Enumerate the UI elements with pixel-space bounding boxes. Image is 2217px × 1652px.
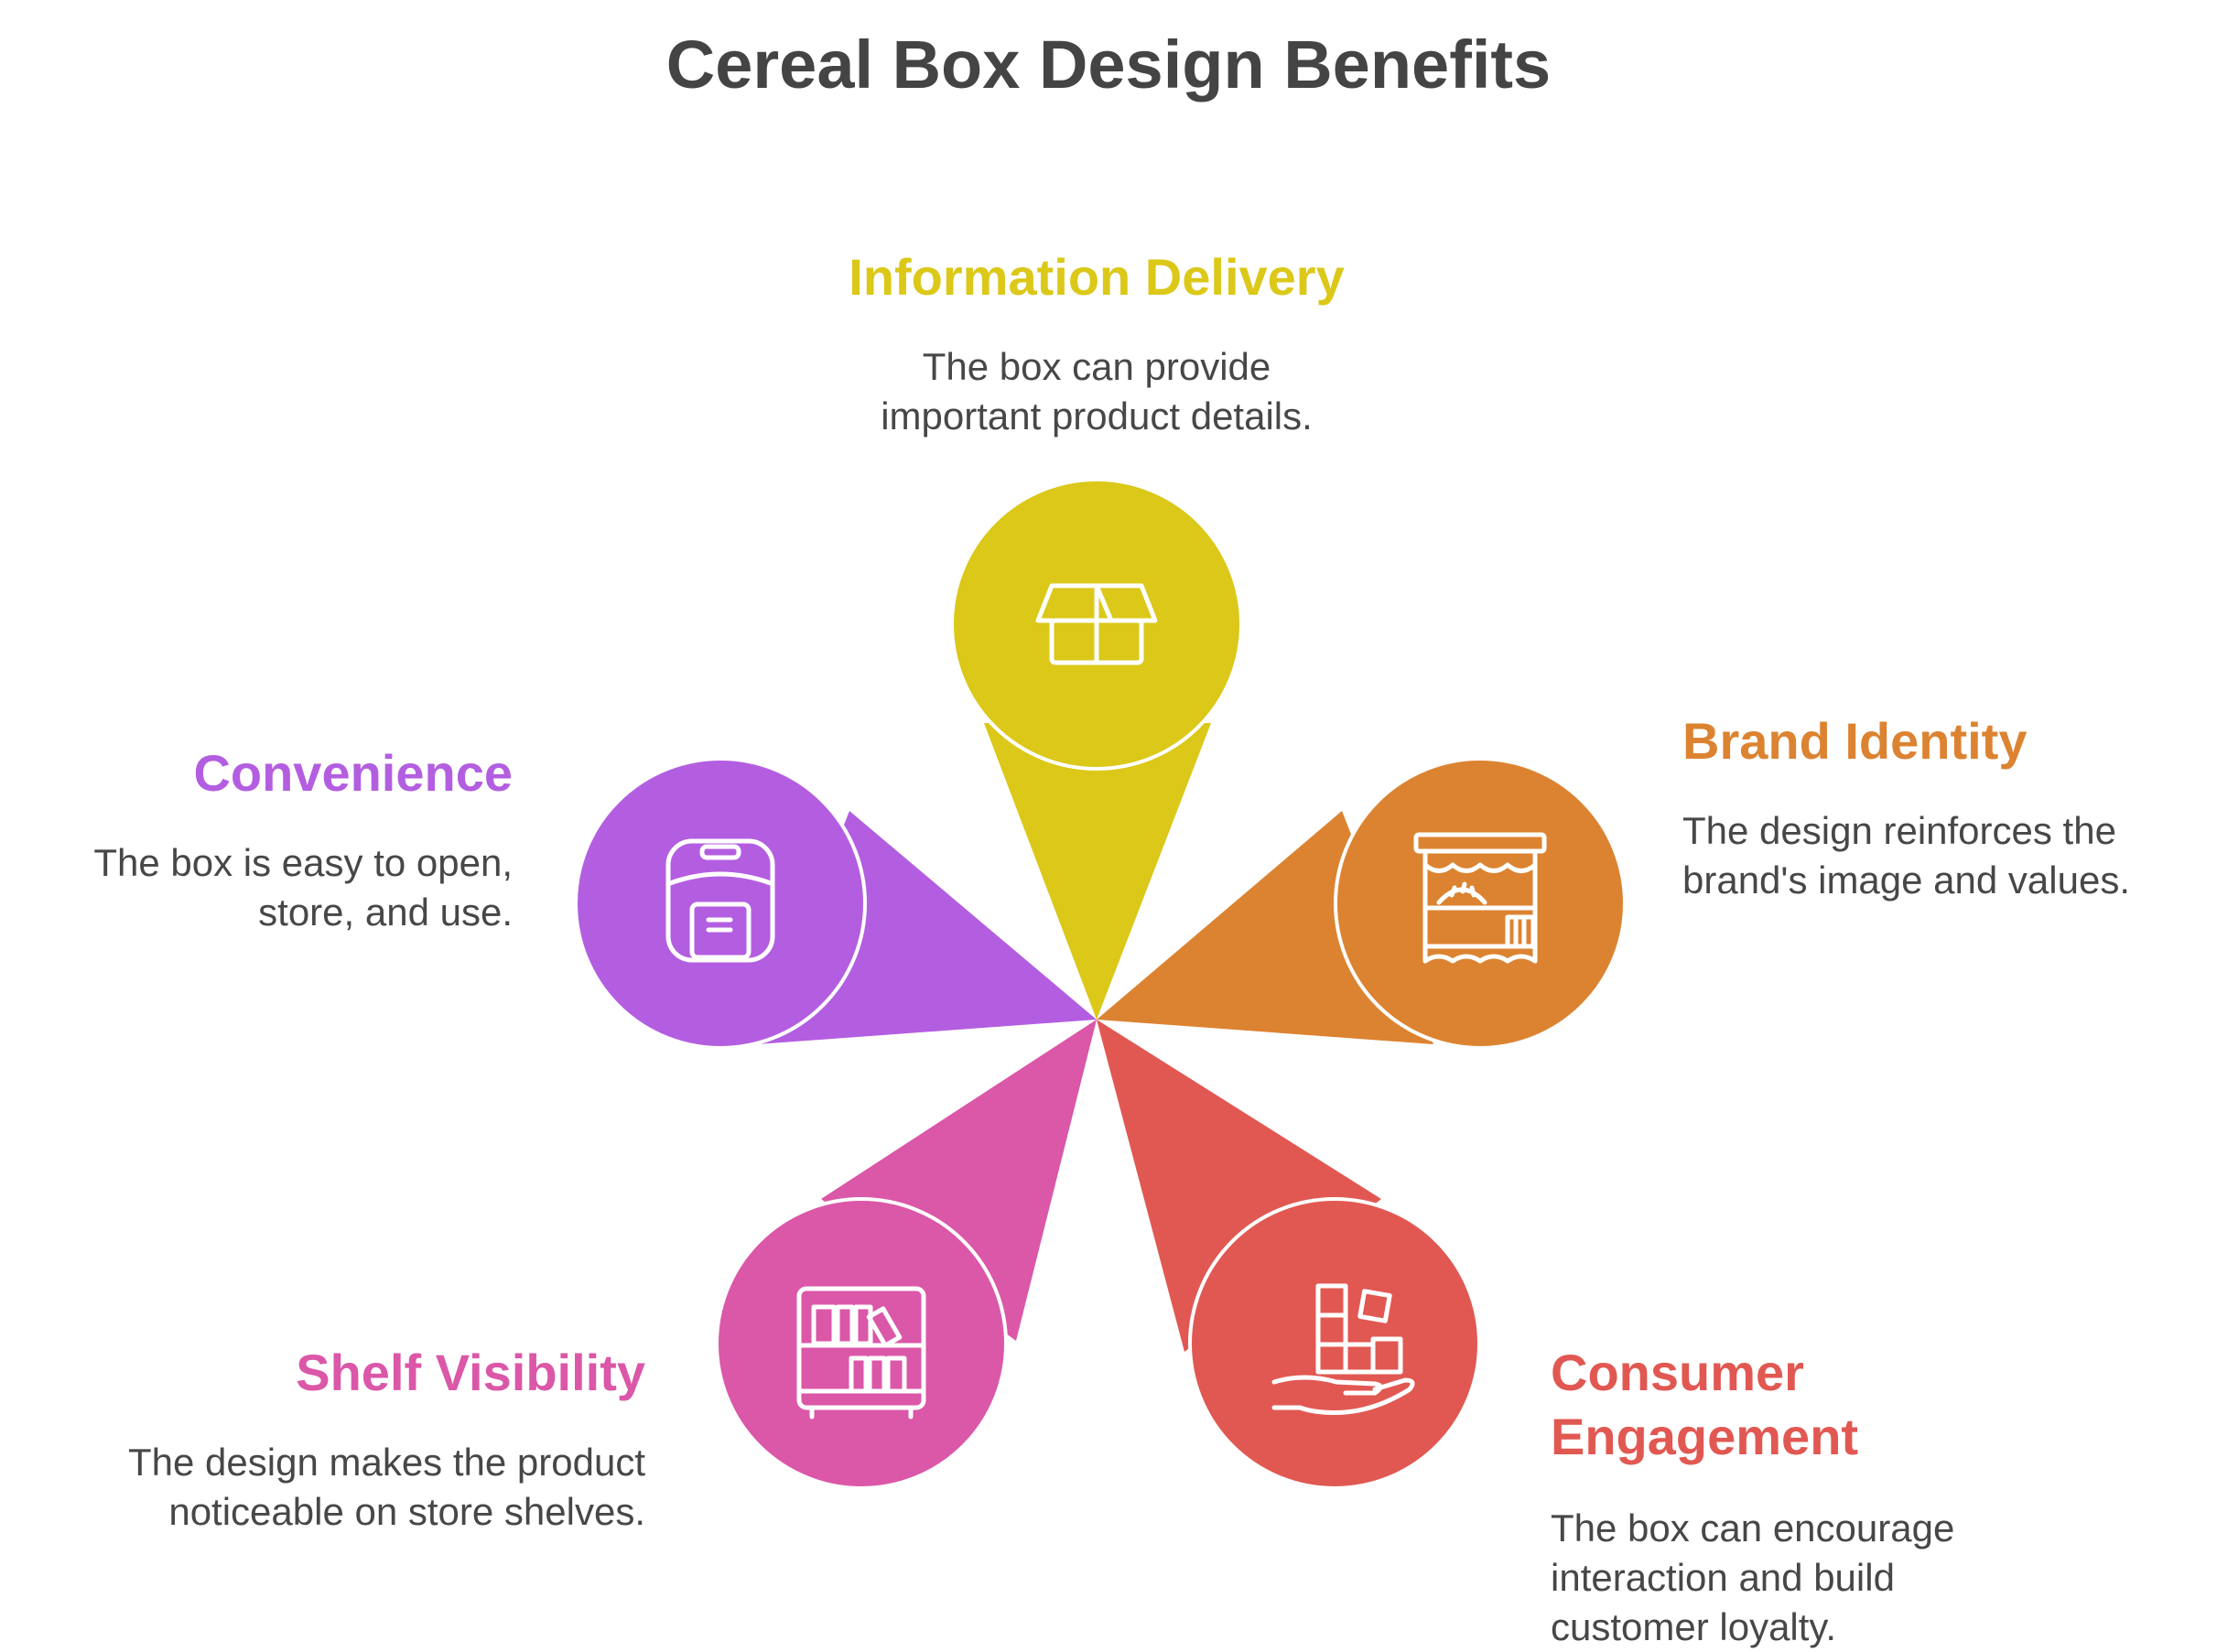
petal-circle-brand — [1334, 757, 1627, 1050]
storefront-icon — [1413, 832, 1547, 964]
petal-information-delivery — [950, 478, 1243, 1020]
petal-tail-engagement — [1097, 1020, 1381, 1352]
hand-with-blocks-icon — [1271, 1283, 1415, 1415]
open-box-icon — [1035, 583, 1158, 665]
label-consumer-engagement: Consumer Engagement — [1551, 1344, 1859, 1465]
rice-cooker-icon — [665, 838, 775, 963]
label-convenience: Convenience — [193, 744, 513, 802]
description-convenience: The box is easy to open, store, and use. — [93, 841, 513, 934]
petal-shelf-visibility — [715, 1020, 1097, 1490]
label-brand-identity: Brand Identity — [1682, 712, 2028, 770]
description-brand-identity: The design reinforces the brand's image … — [1682, 809, 2130, 902]
petal-brand-identity — [1097, 757, 1627, 1050]
label-shelf-visibility: Shelf Visibility — [296, 1344, 645, 1401]
bookshelf-icon — [796, 1286, 926, 1420]
petal-tail-shelf — [821, 1020, 1097, 1341]
page-title: Cereal Box Design Benefits — [665, 27, 1552, 103]
description-information-delivery: The box can provide important product de… — [881, 345, 1313, 437]
petal-consumer-engagement — [1097, 1020, 1481, 1490]
description-consumer-engagement: The box can encourage interaction and bu… — [1551, 1506, 1955, 1648]
petal-tail-information — [984, 723, 1211, 1020]
description-shelf-visibility: The design makes the product noticeable … — [128, 1441, 645, 1533]
label-information-delivery: Information Delivery — [849, 248, 1345, 306]
petal-convenience — [574, 757, 1097, 1050]
